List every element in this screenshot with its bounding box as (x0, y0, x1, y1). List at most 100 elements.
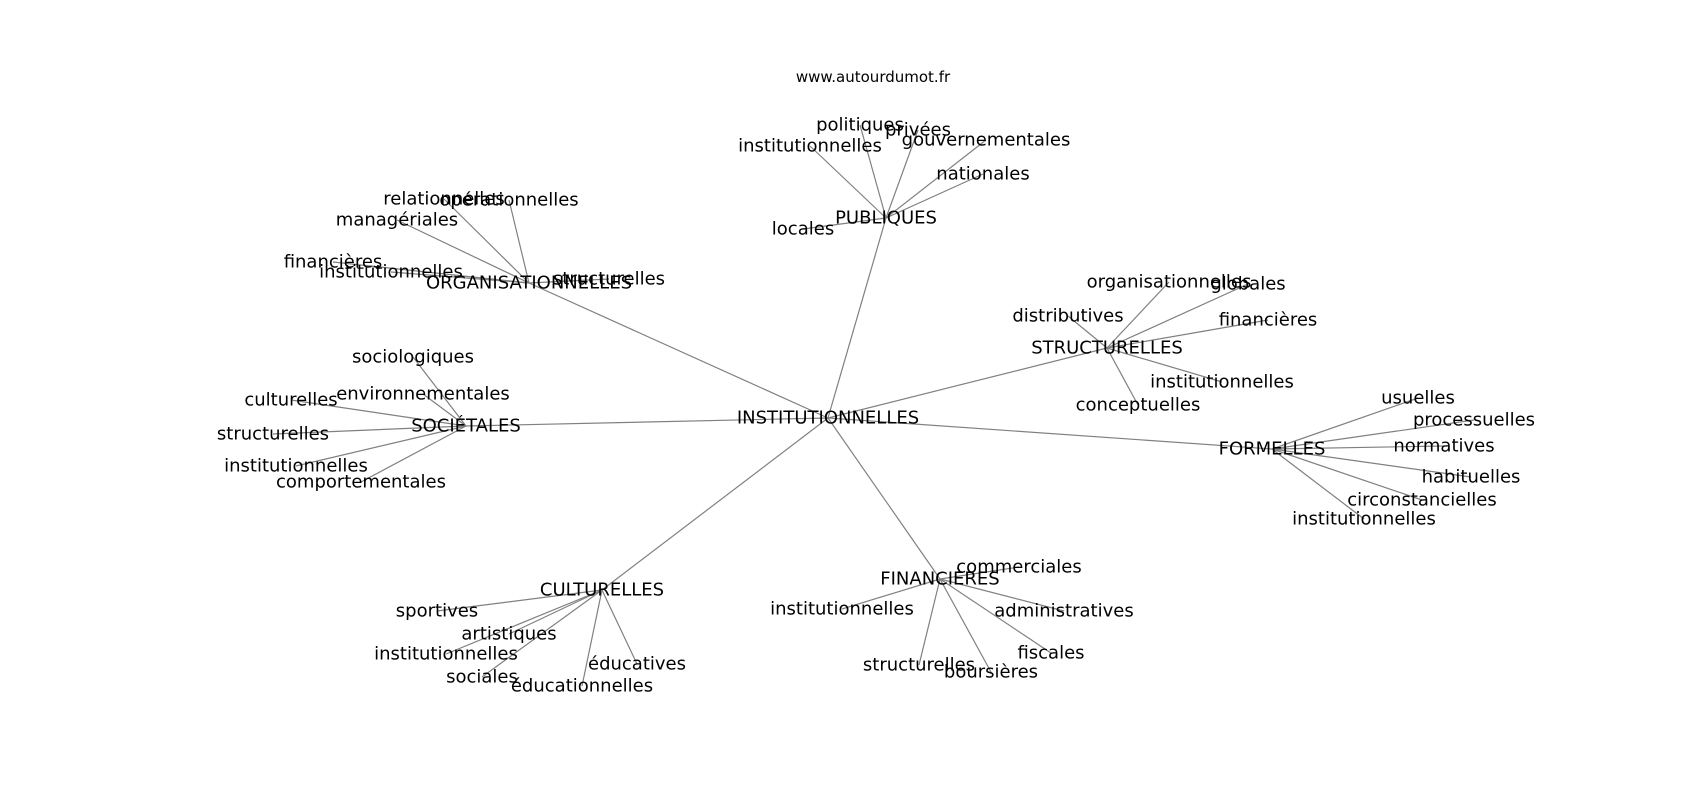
node-labels: INSTITUTIONNELLESPUBLIQUESpolitiquespriv… (217, 115, 1535, 697)
edge-publiques-privees (885, 129, 919, 219)
edge-publiques-gouvernementales (885, 139, 987, 219)
node-leaf-culturelles-sociales: sociales (446, 667, 518, 688)
edge-organisationnelles-financieres (332, 261, 530, 284)
node-leaf-societales-culturelles: culturelles (244, 390, 337, 411)
edge-root-formelles (827, 417, 1273, 450)
node-leaf-publiques-institutionnelles: institutionnelles (738, 136, 882, 157)
node-leaf-financieres-administratives: administratives (994, 601, 1133, 622)
node-leaf-structurelles-globales: globales (1210, 274, 1285, 295)
edge-structurelles-globales (1106, 283, 1249, 349)
node-leaf-culturelles-educationnelles: éducationnelles (511, 676, 653, 697)
edge-organisationnelles-institutionnelles (390, 271, 530, 284)
node-leaf-formelles-normatives: normatives (1393, 436, 1494, 457)
node-leaf-culturelles-educatives: éducatives (588, 654, 686, 675)
node-leaf-publiques-nationales: nationales (936, 164, 1029, 185)
node-leaf-formelles-circonstancielles: circonstancielles (1347, 490, 1497, 511)
edge-publiques-nationales (885, 173, 984, 219)
node-root-institutionnelles: INSTITUTIONNELLES (737, 408, 919, 429)
node-leaf-formelles-usuelles: usuelles (1381, 388, 1455, 409)
edge-root-financieres (827, 417, 941, 580)
node-leaf-structurelles-conceptuelles: conceptuelles (1076, 395, 1201, 416)
node-leaf-societales-sociologiques: sociologiques (352, 347, 474, 368)
edge-culturelles-sociales (481, 589, 603, 678)
node-hub-organisationnelles: ORGANISATIONNELLES (426, 273, 632, 294)
edge-organisationnelles-manageriales (396, 219, 530, 284)
node-leaf-publiques-locales: locales (772, 219, 834, 240)
edge-publiques-politiques (859, 124, 887, 219)
edge-culturelles-educatives (601, 589, 638, 665)
node-leaf-formelles-processuelles: processuelles (1413, 410, 1535, 431)
edge-publiques-locales (802, 217, 887, 230)
node-leaf-publiques-privees: privées (885, 120, 951, 141)
node-leaf-structurelles-institutionnelles: institutionnelles (1150, 372, 1294, 393)
node-leaf-societales-environnementales: environnementales (336, 384, 510, 405)
edge-structurelles-conceptuelles (1106, 347, 1139, 406)
edge-culturelles-artistiques (508, 589, 603, 635)
edge-financieres-fiscales (939, 578, 1052, 654)
edge-formelles-usuelles (1271, 397, 1419, 450)
edge-root-structurelles (827, 347, 1108, 419)
source-url: www.autourdumot.fr (796, 68, 951, 86)
edge-financieres-administratives (939, 578, 1065, 612)
node-hub-structurelles: STRUCTURELLES (1031, 338, 1183, 359)
node-leaf-societales-structurelles: structurelles (217, 424, 329, 445)
node-leaf-societales-comportementales: comportementales (276, 472, 446, 493)
edge-formelles-normatives (1271, 445, 1445, 450)
node-leaf-culturelles-sportives: sportives (396, 601, 478, 622)
edge-societales-comportementales (360, 425, 467, 483)
node-hub-publiques: PUBLIQUES (835, 208, 937, 229)
node-leaf-societales-institutionnelles: institutionnelles (224, 456, 368, 477)
edge-formelles-institutionnelles (1271, 448, 1365, 520)
edge-societales-structurelles (272, 425, 467, 435)
edge-structurelles-financieres (1106, 319, 1269, 349)
edge-formelles-habituelles (1271, 448, 1472, 478)
node-leaf-organisationnelles-institutionnelles: institutionnelles (319, 262, 463, 283)
edge-societales-environnementales (422, 393, 467, 427)
edge-publiques-institutionnelles (809, 145, 887, 219)
node-leaf-structurelles-organisationnelles: organisationnelles (1087, 272, 1252, 293)
edge-financieres-structurelles (918, 578, 941, 666)
edge-culturelles-sportives (436, 589, 603, 612)
node-leaf-structurelles-distributives: distributives (1012, 306, 1123, 327)
edge-structurelles-organisationnelles (1106, 281, 1170, 349)
node-leaf-financieres-commerciales: commerciales (956, 557, 1081, 578)
node-leaf-organisationnelles-operationnelles: opérationnelles (439, 190, 578, 211)
edge-structurelles-institutionnelles (1106, 347, 1223, 383)
node-leaf-culturelles-artistiques: artistiques (461, 624, 556, 645)
node-leaf-financieres-boursieres: boursières (944, 662, 1038, 683)
node-hub-financieres: FINANCIÈRES (880, 568, 999, 590)
edge-root-culturelles (601, 417, 829, 591)
edge-organisationnelles-operationnelles (508, 199, 530, 284)
edge-formelles-processuelles (1271, 419, 1475, 450)
node-leaf-organisationnelles-financieres: financières (284, 252, 383, 273)
edge-structurelles-distributives (1067, 315, 1108, 349)
edge-culturelles-institutionnelles (445, 589, 603, 655)
node-leaf-financieres-institutionnelles: institutionnelles (770, 599, 914, 620)
edge-formelles-circonstancielles (1271, 448, 1423, 501)
edge-organisationnelles-structurelles (528, 278, 610, 284)
node-leaf-financieres-structurelles: structurelles (863, 655, 975, 676)
node-hub-societales: SOCIÉTALES (411, 415, 521, 437)
node-leaf-publiques-gouvernementales: gouvernementales (902, 130, 1071, 151)
edges (272, 124, 1475, 687)
edge-financieres-commerciales (939, 566, 1020, 580)
edge-root-publiques (827, 217, 887, 419)
edge-root-societales (465, 417, 829, 427)
node-leaf-organisationnelles-structurelles: structurelles (553, 269, 665, 290)
node-hub-culturelles: CULTURELLES (540, 580, 664, 601)
node-hub-formelles: FORMELLES (1219, 439, 1326, 460)
edge-culturelles-educationnelles (581, 589, 603, 687)
edge-societales-culturelles (290, 399, 467, 427)
node-leaf-structurelles-financieres: financières (1219, 310, 1318, 331)
edge-financieres-boursieres (939, 578, 992, 673)
node-leaf-organisationnelles-relationnelles: relationnelles (383, 189, 505, 210)
node-leaf-formelles-institutionnelles: institutionnelles (1292, 509, 1436, 530)
edge-financieres-institutionnelles (841, 578, 941, 610)
node-leaf-financieres-fiscales: fiscales (1017, 643, 1084, 664)
edge-root-organisationnelles (528, 282, 829, 419)
node-leaf-organisationnelles-manageriales: managériales (336, 210, 458, 231)
edge-organisationnelles-relationnelles (443, 198, 530, 284)
node-leaf-culturelles-institutionnelles: institutionnelles (374, 644, 518, 665)
node-leaf-formelles-habituelles: habituelles (1422, 467, 1521, 488)
